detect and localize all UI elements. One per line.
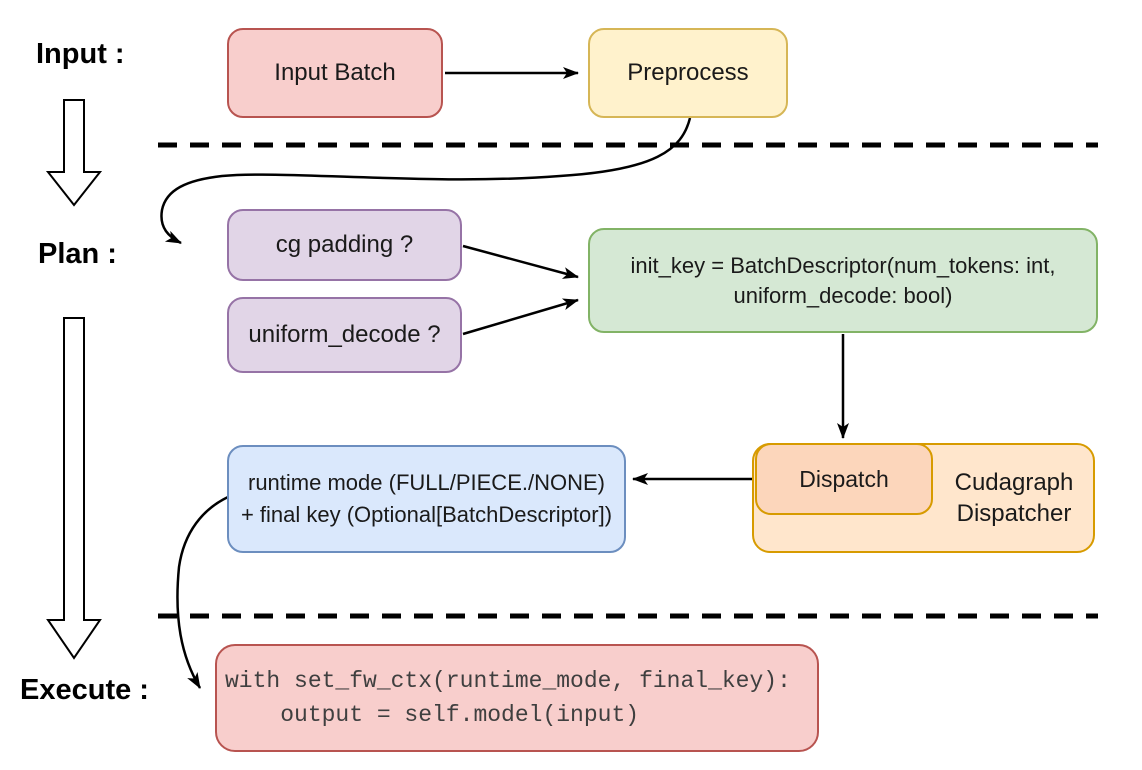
node-preprocess-label: Preprocess <box>627 59 749 86</box>
node-init-key-line1: init_key = BatchDescriptor(num_tokens: i… <box>630 252 1056 278</box>
node-input-batch: Input Batch <box>227 28 443 118</box>
node-cudagraph-dispatcher-label: Cudagraph Dispatcher <box>939 445 1089 551</box>
node-uniform-decode: uniform_decode ? <box>227 297 462 373</box>
node-dispatch: Dispatch <box>755 443 933 515</box>
stage-arrow-input-to-plan <box>45 99 103 207</box>
execute-code-line1: with set_fw_ctx(runtime_mode, final_key)… <box>225 668 791 694</box>
stage-label-input: Input : <box>36 38 125 70</box>
arrow-uniform-decode-to-init-key <box>462 298 579 336</box>
node-input-batch-label: Input Batch <box>274 59 396 86</box>
node-runtime-mode-line2: + final key (Optional[BatchDescriptor]) <box>240 502 613 527</box>
node-cg-padding: cg padding ? <box>227 209 462 281</box>
node-execute-code: with set_fw_ctx(runtime_mode, final_key)… <box>215 644 819 752</box>
cudagraph-label-line2: Dispatcher <box>956 500 1072 527</box>
node-preprocess: Preprocess <box>588 28 788 118</box>
stage-arrow-plan-to-execute <box>46 317 102 660</box>
node-runtime-mode-line1: runtime mode (FULL/PIECE./NONE) <box>248 470 605 495</box>
node-init-key-line2: uniform_decode: bool) <box>733 282 953 308</box>
stage-label-plan: Plan : <box>38 238 117 270</box>
node-init-key: init_key = BatchDescriptor(num_tokens: i… <box>588 228 1098 333</box>
node-runtime-mode: runtime mode (FULL/PIECE./NONE) + final … <box>227 445 626 553</box>
node-cg-padding-label: cg padding ? <box>275 231 414 258</box>
node-dispatch-label: Dispatch <box>799 466 889 492</box>
execute-code-line2: output = self.model(input) <box>225 702 640 728</box>
stage-label-execute: Execute : <box>20 674 149 706</box>
node-uniform-decode-label: uniform_decode ? <box>248 321 441 348</box>
cudagraph-label-line1: Cudagraph <box>954 469 1074 496</box>
arrow-cg-padding-to-init-key <box>462 244 579 279</box>
